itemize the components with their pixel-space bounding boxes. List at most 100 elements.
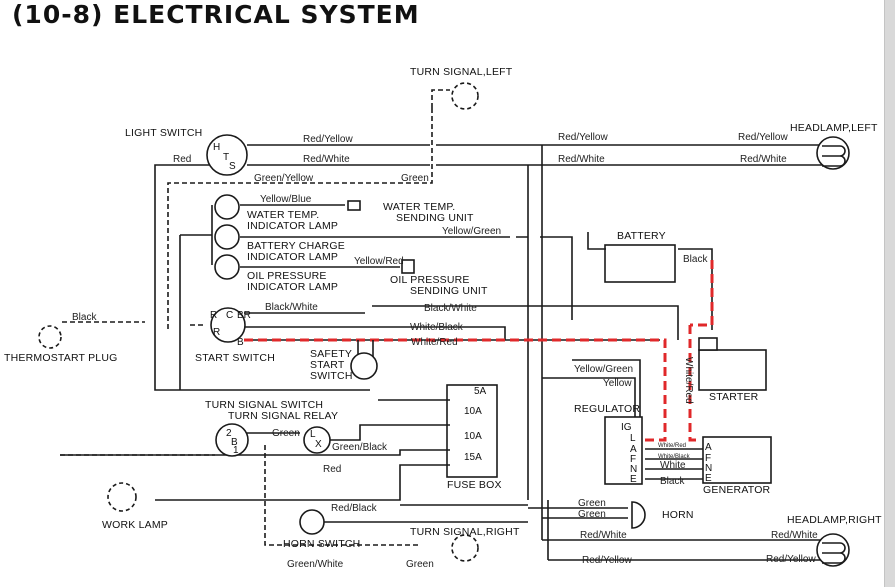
ss-pin-b: B — [237, 337, 244, 348]
wire-turn-switch-1 — [60, 445, 420, 546]
label-safety-3: SWITCH — [310, 370, 353, 382]
wire-thermo-black — [62, 321, 205, 326]
ls-pin-t: T — [223, 152, 229, 163]
turn-signal-left-lamp — [451, 82, 479, 110]
wire-label: Green — [578, 509, 606, 520]
wire-label: Yellow/Green — [574, 364, 633, 375]
wire-label: Red/Yellow — [558, 132, 608, 143]
reg-pin-n: N — [630, 464, 637, 475]
wire-label: White/Red — [658, 443, 686, 449]
wire-label: Black/White — [265, 302, 318, 313]
ss-pin-br: BR — [237, 310, 251, 321]
fuse-4-rating: 15A — [464, 452, 482, 463]
wire-label: Green — [401, 173, 429, 184]
label-thermostart-plug: THERMOSTART PLUG — [4, 352, 117, 364]
label-light-switch: LIGHT SWITCH — [125, 127, 202, 139]
horn-switch-body — [299, 509, 325, 535]
label-turn-signal-left: TURN SIGNAL,LEFT — [410, 66, 513, 78]
wire-label: Red/Yellow — [766, 554, 816, 565]
wire-label: White — [660, 460, 686, 471]
reg-pin-ig: IG — [621, 422, 632, 433]
vertical-scrollbar[interactable] — [884, 0, 895, 587]
wire-label: White/Red — [683, 357, 694, 404]
label-oil-pressure-sending-1: OIL PRESSURE — [390, 274, 470, 286]
label-turn-signal-right: TURN SIGNAL,RIGHT — [410, 526, 520, 538]
label-horn: HORN — [662, 509, 694, 521]
label-safety-1: SAFETY — [310, 348, 352, 360]
wire-label: Black — [72, 312, 97, 323]
wire-white-black — [244, 326, 506, 340]
turn-signal-right-lamp — [451, 534, 479, 562]
label-battery: BATTERY — [617, 230, 666, 242]
wire-label: Yellow/Blue — [260, 194, 312, 205]
wire-relay-feed — [190, 389, 450, 401]
ls-pin-s: S — [229, 161, 236, 172]
wire-work-lamp — [155, 464, 528, 506]
label-turn-signal-relay: TURN SIGNAL RELAY — [228, 410, 338, 422]
label-headlamp-right: HEADLAMP,RIGHT — [787, 514, 882, 526]
label-safety-2: START — [310, 359, 345, 371]
wire-label: White/Red — [411, 337, 458, 348]
wire-label: Black/White — [424, 303, 477, 314]
water-temp-sender — [347, 200, 361, 211]
ss-pin-r1: R — [210, 310, 217, 321]
wire-label: Green/White — [287, 559, 344, 570]
wire-black-white — [244, 305, 679, 340]
label-water-temp-lamp-2: INDICATOR LAMP — [247, 220, 338, 232]
relay-pin-l: L — [310, 429, 316, 440]
label-battery-charge-lamp-2: INDICATOR LAMP — [247, 251, 338, 263]
turn-signal-switch-body — [215, 423, 249, 457]
label-work-lamp: WORK LAMP — [102, 519, 168, 531]
wire-red-ls — [154, 164, 210, 391]
wire-gen-links — [645, 448, 703, 480]
gen-pin-f: F — [705, 453, 711, 464]
regulator-body — [604, 416, 643, 485]
wire-label: Red/White — [771, 530, 818, 541]
oil-pressure-sender — [401, 259, 415, 274]
generator-body — [702, 436, 772, 484]
diagram-title: (10-8) ELECTRICAL SYSTEM — [12, 0, 420, 29]
gen-pin-n: N — [705, 463, 712, 474]
wire-label: Yellow — [603, 378, 632, 389]
label-regulator: REGULATOR — [574, 403, 640, 415]
wire-label: Black — [683, 254, 708, 265]
wire-label: Red/White — [303, 154, 350, 165]
label-headlamp-left: HEADLAMP,LEFT — [790, 122, 878, 134]
headlamp-left-body — [816, 136, 850, 170]
wire-label: Green — [272, 428, 300, 439]
oil-pressure-lamp — [214, 254, 240, 280]
label-oil-pressure-lamp-1: OIL PRESSURE — [247, 270, 327, 282]
ls-pin-h: H — [213, 142, 220, 153]
wire-green-yellow — [167, 108, 433, 330]
wire-label: Green/Yellow — [254, 173, 314, 184]
reg-pin-f: F — [630, 454, 636, 465]
wire-label: Yellow/Green — [442, 226, 501, 237]
ts-pin-2: 2 — [226, 428, 232, 439]
water-temp-lamp — [214, 194, 240, 220]
wire-label: Green/Black — [332, 442, 388, 453]
reg-pin-e: E — [630, 474, 637, 485]
highlight-white-red — [244, 260, 714, 442]
label-water-temp-lamp-1: WATER TEMP. — [247, 209, 319, 221]
thermostart-plug-body — [38, 325, 62, 349]
ss-pin-c: C — [226, 310, 233, 321]
ts-pin-1: 1 — [233, 445, 239, 456]
wire-green-black — [330, 424, 450, 441]
starter-body — [698, 349, 767, 391]
safety-start-switch-body — [350, 352, 378, 380]
label-oil-pressure-lamp-2: INDICATOR LAMP — [247, 281, 338, 293]
wire-yellow-reg — [542, 377, 636, 425]
gen-pin-a: A — [705, 442, 712, 453]
label-start-switch: START SWITCH — [195, 352, 275, 364]
battery-ground — [587, 232, 606, 250]
wire-yellow-green-top — [240, 236, 573, 320]
wire-label: Red — [173, 154, 191, 165]
battery-charge-lamp — [214, 224, 240, 250]
wire-label: Black — [660, 476, 685, 487]
fuse-1-rating: 5A — [474, 386, 487, 397]
wire-horn-green — [528, 507, 628, 519]
gen-pin-e: E — [705, 473, 712, 484]
headlamp-right-body — [816, 533, 850, 567]
